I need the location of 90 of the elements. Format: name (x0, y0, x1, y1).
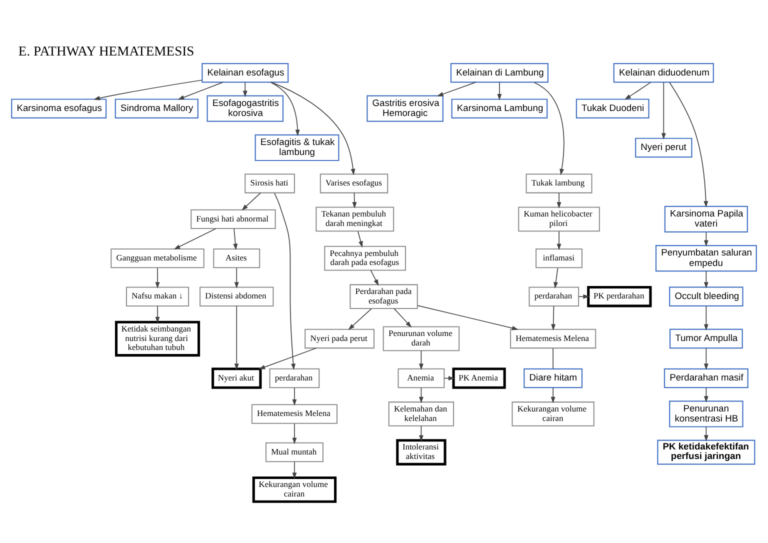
node-box: Tumor Ampulla (669, 328, 743, 349)
node-box: PK Anemia (452, 368, 506, 389)
node-box: Penurunan konsentrasi HB (669, 400, 744, 428)
node-box: Nafsu makan ↓ (126, 286, 190, 306)
arrow (669, 82, 708, 208)
node-box: Tekanan pembuluh darah meningkat (316, 206, 394, 232)
node-box: Kelemahan dan kelelahan (388, 402, 454, 426)
node-box: Karsinoma Papila vateri (664, 206, 748, 232)
node-box: Karsinoma esofagus (11, 98, 107, 119)
node-box: Kekurangan volume cairan (252, 476, 337, 503)
diagram-title: E. PATHWAY HEMATEMESIS (18, 44, 194, 59)
arrow (94, 80, 202, 100)
arrow (174, 228, 216, 250)
node-box: Asites (213, 248, 260, 268)
arrow (418, 426, 424, 442)
node-box: Sindroma Mallory (114, 98, 198, 119)
arrow (358, 231, 363, 248)
node-box: Esofagitis & tukak lambung (254, 134, 340, 162)
node-box: Kekurangan volume cairan (512, 402, 594, 426)
arrow (418, 387, 424, 404)
arrow (551, 306, 556, 331)
node-box: Esofagogastritis korosiva (206, 95, 284, 122)
node-box: Nyeri pada perut (304, 328, 375, 349)
node-box: Penyumbatan saluran empedu (655, 245, 757, 272)
node-box: Fungsi hati abnormal (190, 209, 276, 230)
node-box: PK perdarahan (587, 286, 652, 308)
node-box: Distensi abdomen (200, 286, 274, 306)
arrow (292, 387, 297, 406)
arrow (178, 82, 224, 100)
arrow (534, 82, 564, 176)
arrow (418, 350, 424, 370)
node-box: Anemia (398, 368, 445, 388)
node-box: Sirosis hati (244, 174, 295, 194)
node-box: Penurunan volume darah (382, 326, 460, 352)
node-box: Diare hitam (524, 368, 583, 388)
node-box: Kuman helicobacter pilori (518, 206, 600, 232)
arrow (292, 461, 297, 479)
arrow (554, 268, 558, 288)
arrow (274, 192, 296, 370)
arrow (292, 423, 297, 444)
arrow (348, 308, 372, 330)
arrow (578, 294, 590, 299)
node-box: Hematemesis Melena (251, 404, 338, 424)
arrow (271, 82, 356, 176)
arrow (155, 306, 160, 324)
arrow (370, 270, 379, 286)
arrow (556, 231, 562, 250)
node-box: Perdarahan masif (664, 368, 748, 388)
arrow (352, 192, 357, 208)
node-box: perdarahan (269, 368, 320, 388)
arrow (155, 268, 160, 288)
arrow (394, 308, 412, 328)
node-box: Gastritis erosiva Hemoragic (366, 95, 444, 122)
arrow (550, 387, 556, 404)
node-box: Varises esofagus (320, 174, 388, 194)
node-box: Tukak Duodeni (576, 98, 650, 119)
arrow (704, 306, 708, 331)
node-box: Pecahnya pembuluh darah pada esofagus (324, 246, 406, 271)
node-box: Intoleransi aktivitas (396, 439, 446, 466)
node-box: PK ketidakefektifan perfusi jaringan (657, 440, 756, 465)
arrow (234, 306, 239, 370)
node-box: Ketidak seimbangan nutrisi kurang dari kebutuhan tubuh (114, 320, 200, 357)
node-box: Tukak lambung (526, 174, 592, 194)
arrow (258, 348, 317, 370)
arrow (417, 305, 518, 330)
arrow (661, 82, 666, 140)
arrow (242, 82, 248, 98)
node-box: Occult bleeding (669, 286, 744, 306)
node-box: Nyeri akut (212, 368, 262, 389)
arrow (497, 82, 502, 100)
arrow (242, 192, 261, 211)
node-box: Kelainan di Lambung (450, 62, 549, 83)
arrow (234, 268, 239, 288)
node-box: Nyeri perut (635, 138, 692, 158)
arrow (624, 82, 652, 100)
node-box: Hematemesis Melena (510, 328, 596, 349)
node-box: Perdarahan pada esofagus (350, 284, 418, 310)
node-box: inflamasi (536, 248, 582, 268)
arrow (233, 228, 238, 250)
connector (552, 348, 554, 370)
arrow (556, 192, 562, 208)
node-box: Karsinoma Lambung (451, 98, 548, 119)
arrow (270, 82, 300, 136)
node-box: Kelainan esofagus (202, 62, 289, 83)
node-box: Gangguan metabolisme (110, 248, 204, 268)
arrow (704, 348, 708, 370)
arrow (704, 270, 708, 288)
node-box: perdarahan (528, 286, 580, 306)
node-box: Mual muntah (265, 442, 324, 462)
node-box: Kelainan diduodenum (613, 62, 714, 83)
